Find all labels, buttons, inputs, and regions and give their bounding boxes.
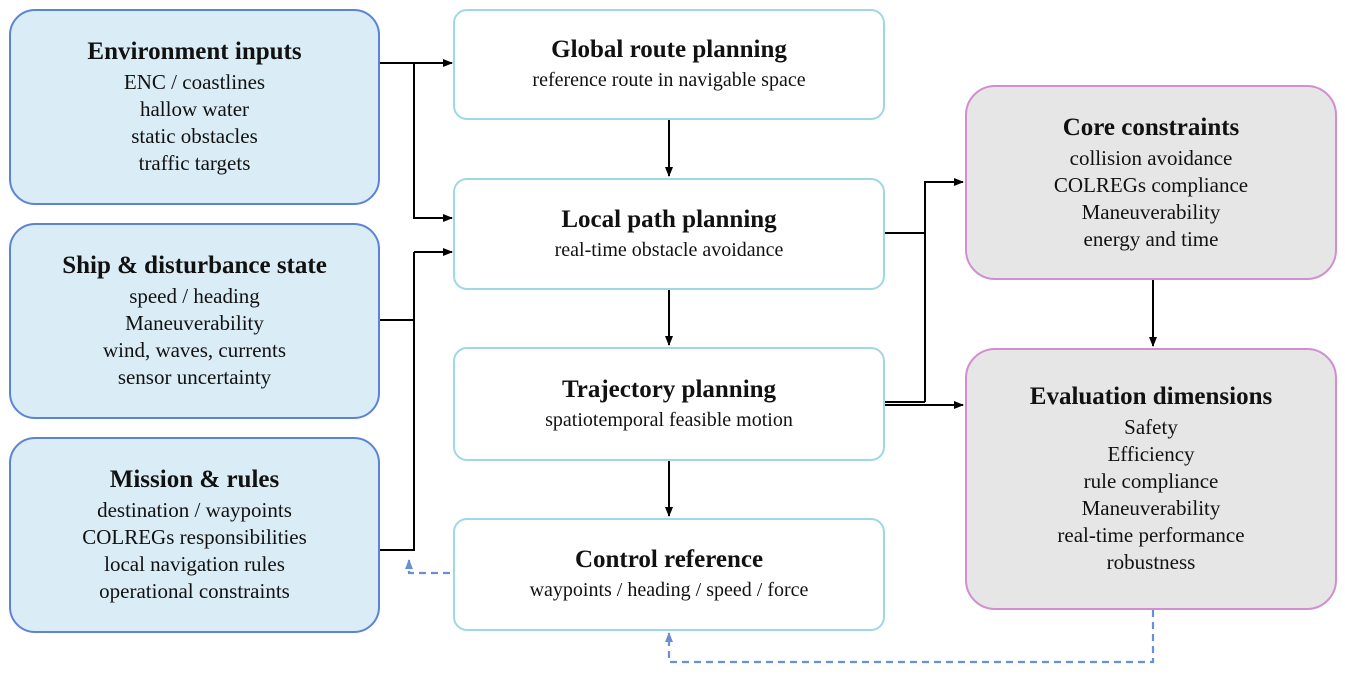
trajectory-planning-box: Trajectory planning spatiotemporal feasi… xyxy=(453,347,885,461)
global-route-planning-title: Global route planning xyxy=(551,36,787,63)
ship-state-item: speed / heading xyxy=(129,284,260,308)
environment-input-item: ENC / coastlines xyxy=(123,70,266,94)
evaluation-dimension-item: Maneuverability xyxy=(1081,496,1221,520)
mission-rule-item: destination / waypoints xyxy=(97,498,292,522)
environment-inputs-title: Environment inputs xyxy=(87,38,302,65)
ship-disturbance-state-box: Ship & disturbance state speed / heading… xyxy=(9,223,380,419)
core-constraint-item: collision avoidance xyxy=(1069,145,1233,170)
arrow-to-core-constraints xyxy=(924,178,964,402)
control-reference-box: Control reference waypoints / heading / … xyxy=(453,518,885,631)
core-constraint-item: Maneuverability xyxy=(1081,199,1221,224)
feedback-evaluation-to-control xyxy=(665,610,1155,664)
local-path-planning-title: Local path planning xyxy=(561,205,777,233)
evaluation-dimensions-title: Evaluation dimensions xyxy=(1029,383,1273,410)
line-environment-branch xyxy=(413,63,453,222)
feedback-control-to-mission xyxy=(405,559,450,575)
evaluation-dimension-item: real-time performance xyxy=(1057,523,1245,547)
mission-rule-item: COLREGs responsibilities xyxy=(82,525,307,549)
core-constraint-item: COLREGs compliance xyxy=(1053,172,1249,197)
core-constraint-item: energy and time xyxy=(1083,226,1219,251)
ship-state-item: Maneuverability xyxy=(125,311,264,335)
control-reference-title: Control reference xyxy=(574,546,764,573)
evaluation-dimension-item: rule compliance xyxy=(1083,469,1219,493)
ship-state-item: wind, waves, currents xyxy=(102,338,287,362)
mission-rule-item: operational constraints xyxy=(99,579,290,603)
control-reference-subtitle: waypoints / heading / speed / force xyxy=(529,579,809,601)
mission-rules-title: Mission & rules xyxy=(109,466,280,493)
evaluation-dimension-item: Efficiency xyxy=(1107,442,1195,466)
ship-state-item: sensor uncertainty xyxy=(117,365,272,389)
core-constraints-box: Core constraints collision avoidance COL… xyxy=(965,85,1337,280)
local-path-planning-subtitle: real-time obstacle avoidance xyxy=(554,238,784,261)
mission-rules-box: Mission & rules destination / waypoints … xyxy=(9,437,380,633)
environment-input-item: traffic targets xyxy=(138,151,251,175)
global-route-planning-subtitle: reference route in navigable space xyxy=(532,69,806,91)
mission-rule-item: local navigation rules xyxy=(104,552,285,576)
trajectory-planning-title: Trajectory planning xyxy=(561,375,777,403)
core-constraints-title: Core constraints xyxy=(1062,113,1240,141)
local-path-planning-box: Local path planning real-time obstacle a… xyxy=(453,178,885,290)
global-route-planning-box: Global route planning reference route in… xyxy=(453,9,885,120)
evaluation-dimension-item: Safety xyxy=(1124,415,1178,439)
line-mission-merge xyxy=(380,252,415,551)
environment-input-item: static obstacles xyxy=(131,124,258,148)
trajectory-planning-subtitle: spatiotemporal feasible motion xyxy=(545,408,793,431)
ship-disturbance-state-title: Ship & disturbance state xyxy=(62,252,327,279)
environment-inputs-box: Environment inputs ENC / coastlines hall… xyxy=(9,9,380,205)
evaluation-dimension-item: robustness xyxy=(1106,550,1196,574)
evaluation-dimensions-box: Evaluation dimensions Safety Efficiency … xyxy=(965,348,1337,610)
environment-input-item: hallow water xyxy=(139,97,250,121)
